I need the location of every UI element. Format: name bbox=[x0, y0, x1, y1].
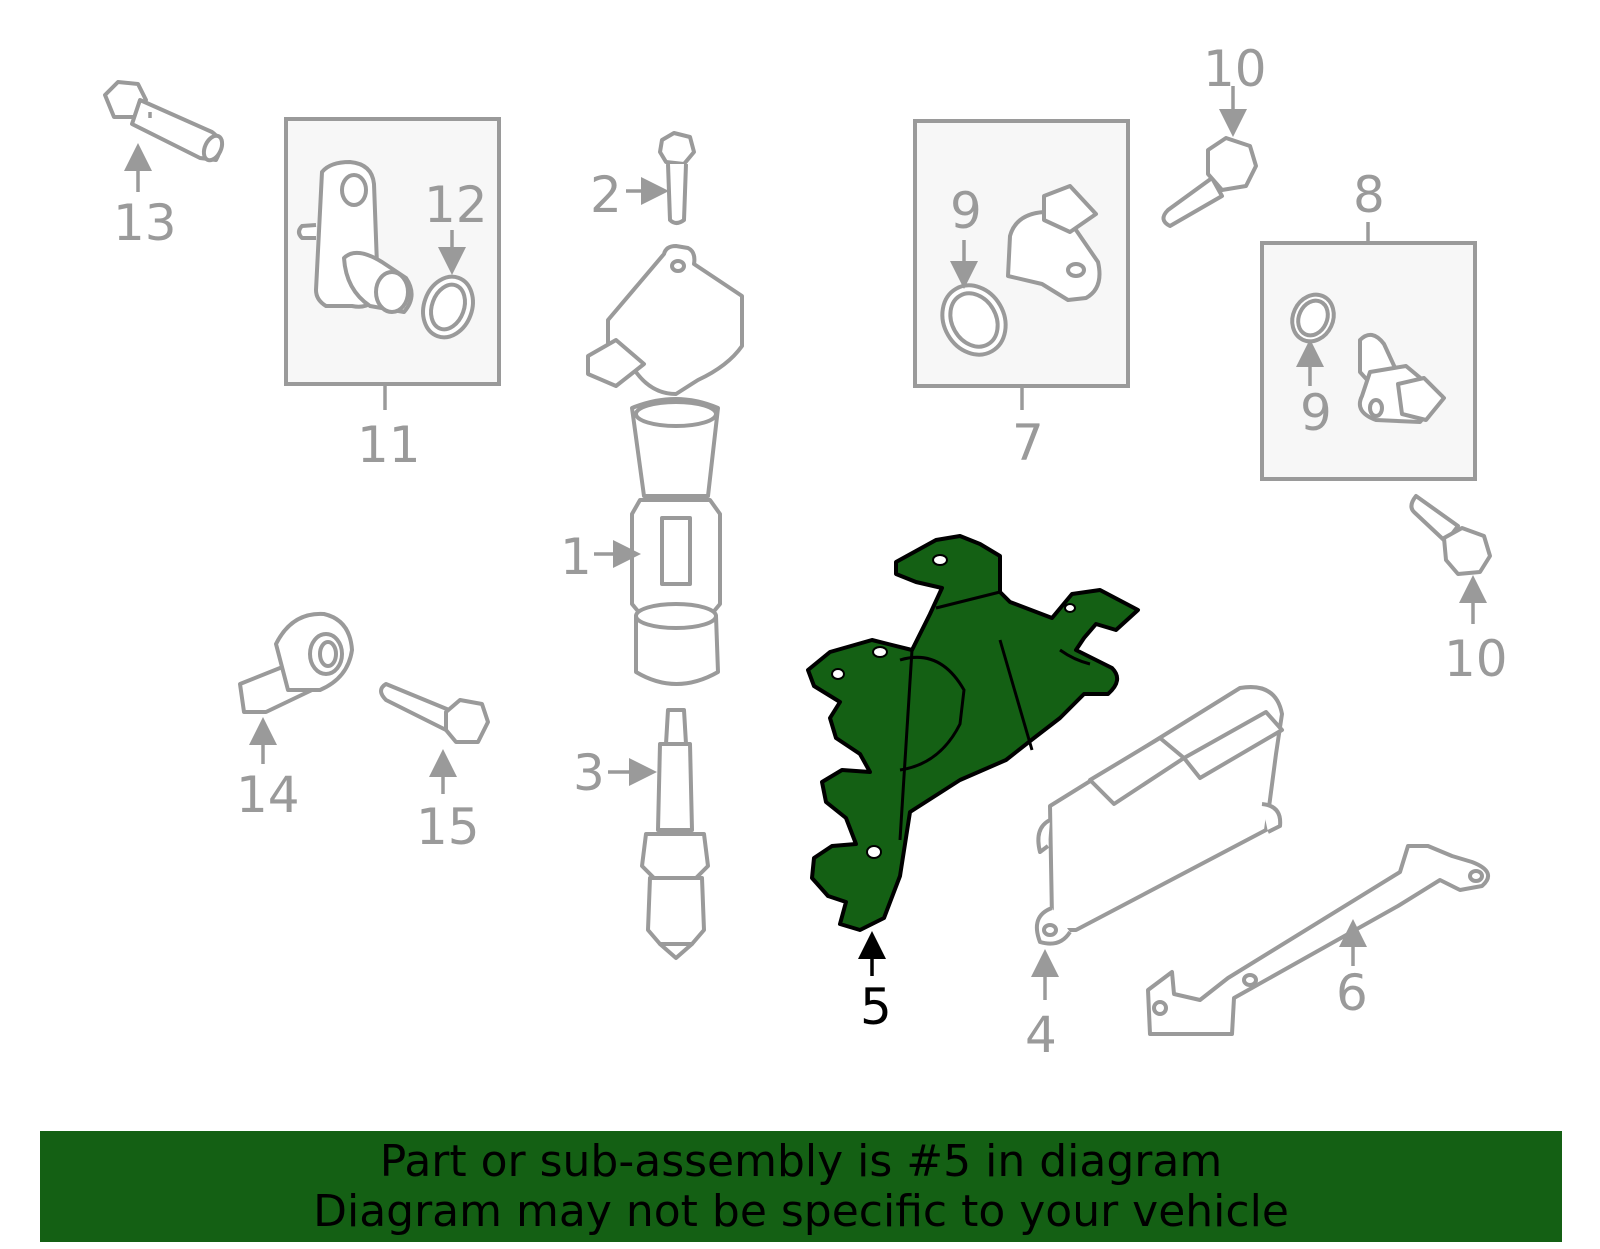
callout-9-right: 9 bbox=[1300, 384, 1332, 442]
callout-5[interactable]: 5 bbox=[860, 978, 892, 1036]
callout-2: 2 bbox=[590, 166, 622, 224]
callout-11: 11 bbox=[357, 416, 421, 474]
callout-4: 4 bbox=[1025, 1006, 1057, 1064]
callout-8: 8 bbox=[1353, 166, 1385, 224]
callout-1: 1 bbox=[560, 528, 592, 586]
callout-15: 15 bbox=[416, 798, 480, 856]
bolt-10-lower bbox=[1409, 494, 1492, 576]
bolt-15 bbox=[379, 682, 490, 744]
knock-sensor-14 bbox=[238, 611, 354, 714]
position-sensor-11 bbox=[297, 160, 414, 314]
o-ring-9-left bbox=[940, 283, 1008, 357]
callout-13: 13 bbox=[113, 194, 177, 252]
callout-3: 3 bbox=[573, 744, 605, 802]
callout-14: 14 bbox=[236, 766, 300, 824]
bolt-13 bbox=[103, 80, 225, 163]
bolt-2 bbox=[658, 131, 696, 225]
o-ring-12 bbox=[421, 274, 475, 340]
banner-line-1: Part or sub-assembly is #5 in diagram bbox=[379, 1135, 1223, 1187]
spark-plug-3 bbox=[640, 708, 710, 960]
ecu-module-4 bbox=[1035, 685, 1284, 946]
callout-6: 6 bbox=[1336, 964, 1368, 1022]
ignition-coil-1 bbox=[586, 244, 744, 686]
info-banner: Part or sub-assembly is #5 in diagram Di… bbox=[40, 1131, 1562, 1242]
callout-10-upper: 10 bbox=[1203, 40, 1267, 98]
callout-9-left: 9 bbox=[950, 182, 982, 240]
crank-sensor-7 bbox=[1006, 184, 1102, 302]
callout-7: 7 bbox=[1012, 414, 1044, 472]
callout-12: 12 bbox=[424, 176, 488, 234]
cam-sensor-8 bbox=[1357, 332, 1446, 424]
o-ring-9-right bbox=[1290, 292, 1336, 344]
highlighted-part-5[interactable] bbox=[806, 534, 1140, 932]
bracket-6 bbox=[1146, 844, 1491, 1036]
bolt-10-upper bbox=[1161, 136, 1258, 228]
callout-10-lower: 10 bbox=[1444, 630, 1508, 688]
banner-line-2: Diagram may not be specific to your vehi… bbox=[313, 1185, 1289, 1237]
